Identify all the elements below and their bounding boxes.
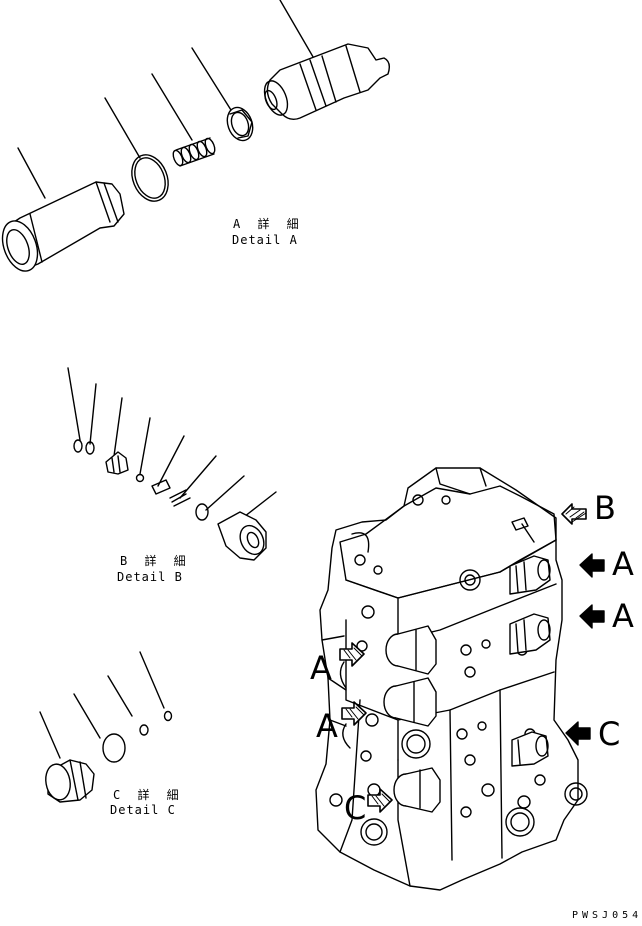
detail-c-caption-jp: C 詳 細 — [113, 788, 184, 802]
detail-a-caption-en: Detail A — [232, 233, 298, 247]
detail-c-caption-en: Detail C — [110, 803, 176, 817]
callout-a-right-2: A — [612, 597, 634, 635]
detail-c-parts — [40, 652, 172, 802]
detail-b-caption-jp: B 詳 細 — [120, 554, 191, 568]
drawing-code: PWSJ054 — [572, 910, 642, 921]
callout-a-right-1: A — [612, 545, 634, 583]
callout-a-left-1: A — [310, 649, 332, 687]
detail-a-caption-jp: A 詳 細 — [233, 217, 304, 231]
callout-arrows — [340, 504, 604, 812]
detail-b-caption-en: Detail B — [117, 570, 183, 584]
detail-a-parts — [0, 0, 389, 276]
callout-c-right: C — [598, 715, 621, 753]
control-valve-assembly — [316, 468, 587, 890]
callout-b: B — [594, 489, 616, 527]
detail-b-parts — [68, 368, 276, 560]
callout-c-left: C — [344, 789, 367, 827]
callout-a-left-2: A — [316, 707, 338, 745]
